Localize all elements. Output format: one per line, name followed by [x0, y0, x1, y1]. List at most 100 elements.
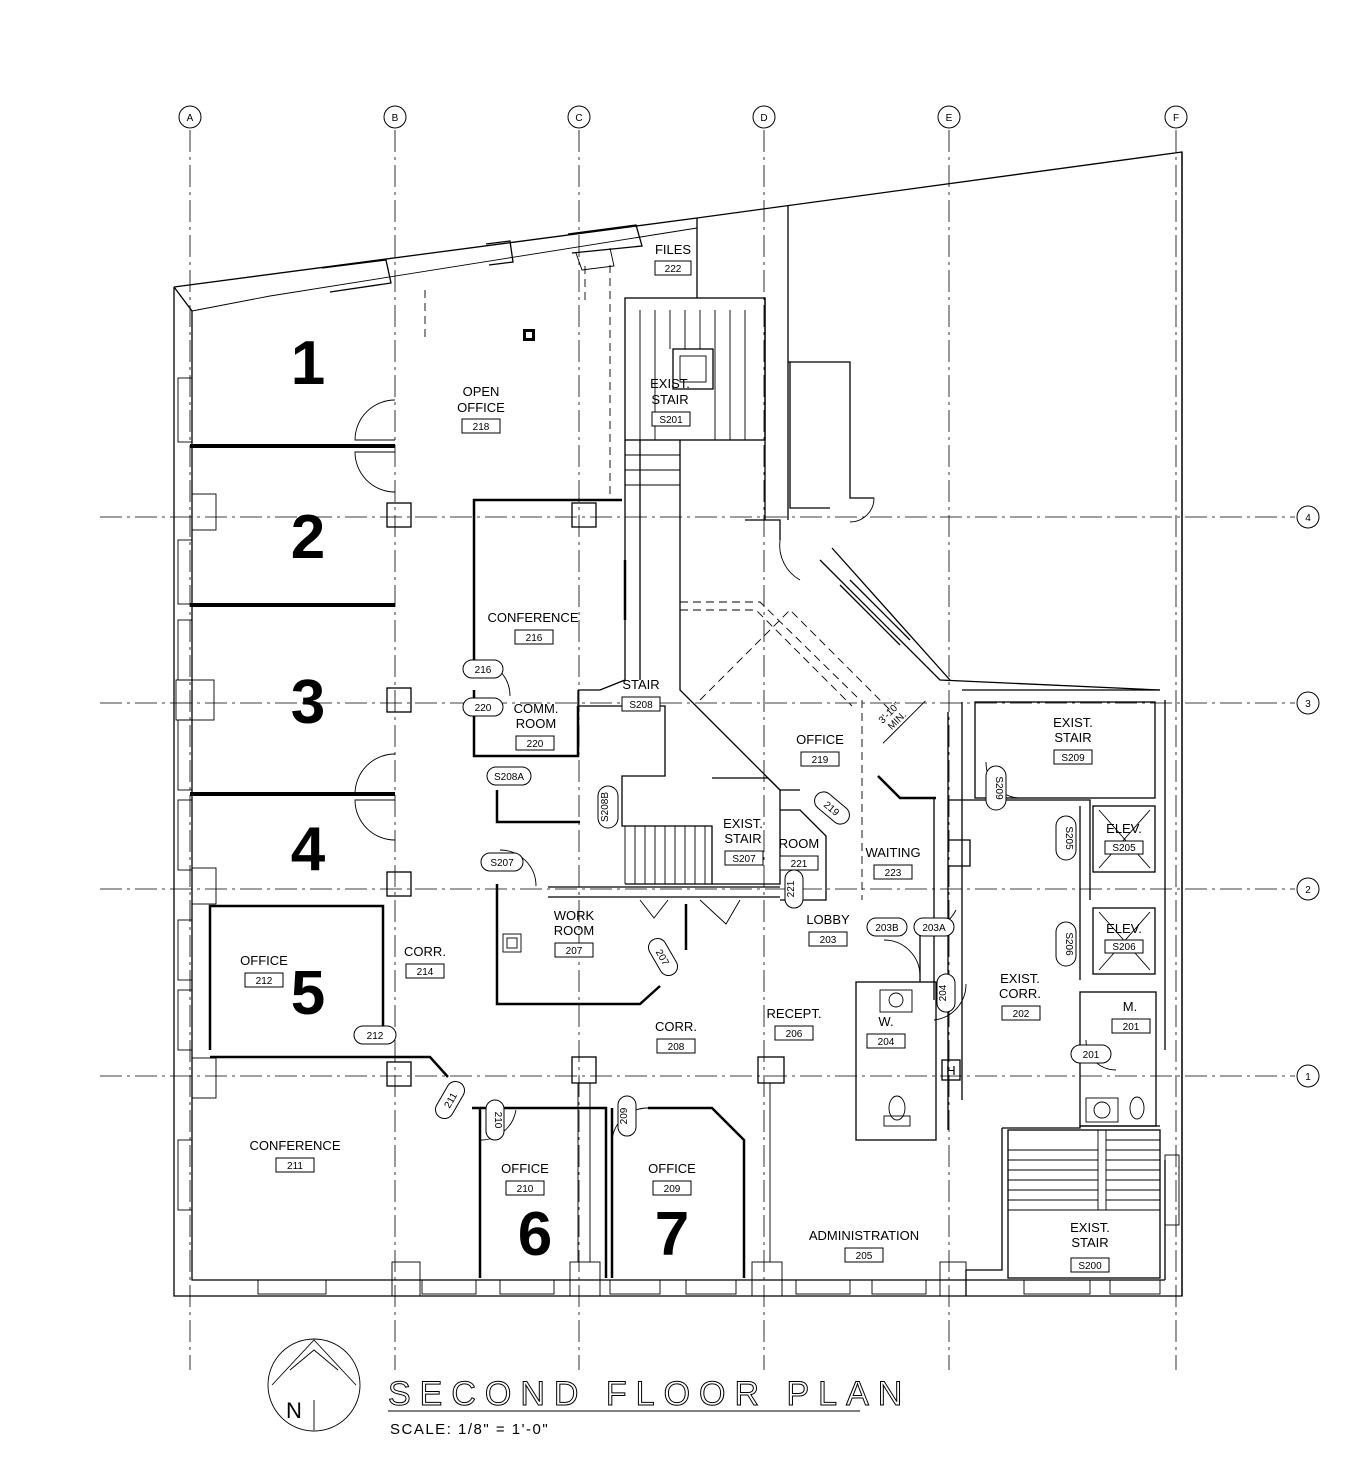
- grid-label-4: 4: [1305, 513, 1311, 524]
- svg-text:220: 220: [475, 703, 492, 714]
- window-left-6: [177, 919, 193, 981]
- window-bottom-8: [1023, 1279, 1091, 1295]
- door-tag-216: 216: [462, 659, 504, 679]
- window-left-1: [177, 377, 193, 443]
- space-number-3: 3: [291, 668, 325, 737]
- grid-label-3: 3: [1305, 699, 1311, 710]
- room-s208-name: STAIR: [622, 677, 659, 692]
- room-s206-number: S206: [1112, 942, 1136, 953]
- room-s209-name-2: STAIR: [1054, 730, 1091, 745]
- room-204: W. 204: [866, 1014, 906, 1049]
- room-209: OFFICE 209: [648, 1161, 696, 1196]
- columns: [386, 329, 785, 1087]
- svg-text:221: 221: [786, 880, 797, 897]
- svg-text:S205: S205: [1063, 826, 1074, 850]
- grid-label-1: 1: [1305, 1072, 1311, 1083]
- door-tag-s207: S207: [480, 852, 524, 872]
- room-s208-number: S208: [629, 700, 653, 711]
- room-214-name: CORR.: [404, 944, 446, 959]
- exterior-walls: [173, 151, 1183, 1297]
- door-tag-209: 209: [617, 1095, 637, 1137]
- room-216: CONFERENCE 216: [487, 610, 579, 645]
- room-s209-number: S209: [1061, 753, 1085, 764]
- grid-bubble-1: 1: [1296, 1064, 1320, 1088]
- room-211-number: 211: [287, 1161, 303, 1172]
- room-208-number: 208: [668, 1042, 685, 1053]
- room-205-name: ADMINISTRATION: [809, 1228, 919, 1243]
- grid-label-d: D: [760, 113, 767, 124]
- svg-text:H: H: [946, 1063, 955, 1078]
- door-tag-203a: 203A: [913, 917, 955, 937]
- grid-bubble-a: A: [178, 105, 202, 129]
- door-tag-203b: 203B: [866, 917, 908, 937]
- svg-text:S206: S206: [1063, 932, 1074, 956]
- window-bottom-9: [1109, 1279, 1161, 1295]
- room-s205-name: ELEV.: [1106, 821, 1142, 836]
- room-211-name: CONFERENCE: [249, 1138, 340, 1153]
- room-s205: ELEV. S205: [1104, 821, 1144, 855]
- grid-label-c: C: [575, 113, 582, 124]
- svg-text:216: 216: [475, 665, 492, 676]
- room-202-number: 202: [1013, 1009, 1030, 1020]
- room-s201-number: S201: [659, 415, 683, 426]
- room-220: COMM. ROOM 220: [514, 701, 559, 751]
- north-letter: N: [286, 1398, 302, 1423]
- svg-text:S208B: S208B: [600, 792, 611, 822]
- grid-bubble-c: C: [567, 105, 591, 129]
- space-number-4: 4: [291, 815, 326, 884]
- room-222: FILES 222: [654, 242, 692, 276]
- room-s207: EXIST. STAIR S207: [723, 816, 764, 866]
- room-221-name: ROOM: [779, 836, 819, 851]
- drawing-title: SECOND FLOOR PLAN: [388, 1375, 911, 1413]
- window-bottom-6: [795, 1279, 851, 1295]
- svg-text:S208A: S208A: [494, 772, 524, 783]
- room-201-name: M.: [1123, 999, 1137, 1014]
- room-s207-number: S207: [732, 854, 756, 865]
- svg-text:203A: 203A: [922, 923, 946, 934]
- room-218: OPEN OFFICE 218: [457, 384, 505, 434]
- door-tag-s208a: S208A: [486, 766, 532, 786]
- room-s209-name-1: EXIST.: [1053, 715, 1093, 730]
- window-right-1: [1164, 1154, 1180, 1226]
- grid-bubble-f: F: [1164, 105, 1188, 129]
- door-tag-211: 211: [435, 1080, 465, 1120]
- window-left-8: [177, 1139, 193, 1211]
- room-214: CORR. 214: [404, 944, 446, 979]
- room-219-name: OFFICE: [796, 732, 844, 747]
- svg-text:S207: S207: [490, 858, 514, 869]
- svg-text:210: 210: [492, 1112, 503, 1129]
- room-210-name: OFFICE: [501, 1161, 549, 1176]
- room-220-name-1: COMM.: [514, 701, 559, 716]
- room-219-number: 219: [812, 755, 829, 766]
- room-207-number: 207: [566, 946, 583, 957]
- svg-text:204: 204: [938, 984, 949, 1001]
- room-203-number: 203: [820, 935, 837, 946]
- room-206-number: 206: [786, 1029, 803, 1040]
- room-204-name: W.: [878, 1014, 893, 1029]
- room-202-name-1: EXIST.: [1000, 971, 1040, 986]
- room-210: OFFICE 210: [501, 1161, 549, 1196]
- grid-label-a: A: [187, 113, 194, 124]
- grid-bubble-b: B: [383, 105, 407, 129]
- door-tag-212: 212: [353, 1025, 397, 1045]
- svg-text:201: 201: [1083, 1050, 1100, 1061]
- room-201-number: 201: [1123, 1022, 1140, 1033]
- room-221: ROOM 221: [779, 836, 819, 871]
- room-s201-name-1: EXIST.: [650, 376, 690, 391]
- room-205-number: 205: [856, 1251, 873, 1262]
- room-209-number: 209: [664, 1184, 681, 1195]
- svg-text:203B: 203B: [875, 923, 899, 934]
- window-left-7: [177, 989, 193, 1051]
- space-number-5: 5: [291, 959, 325, 1028]
- room-202-name-2: CORR.: [999, 986, 1041, 1001]
- grid-bubble-e: E: [937, 105, 961, 129]
- room-212-number: 212: [256, 976, 273, 987]
- north-arrow-icon: N: [267, 1338, 361, 1432]
- room-218-name-2: OFFICE: [457, 400, 505, 415]
- room-s200-name-2: STAIR: [1071, 1235, 1108, 1250]
- door-tag-s208b: S208B: [597, 785, 619, 829]
- room-203-name: LOBBY: [806, 912, 850, 927]
- room-s200: EXIST. STAIR S200: [1070, 1220, 1110, 1273]
- space-number-2: 2: [291, 503, 325, 572]
